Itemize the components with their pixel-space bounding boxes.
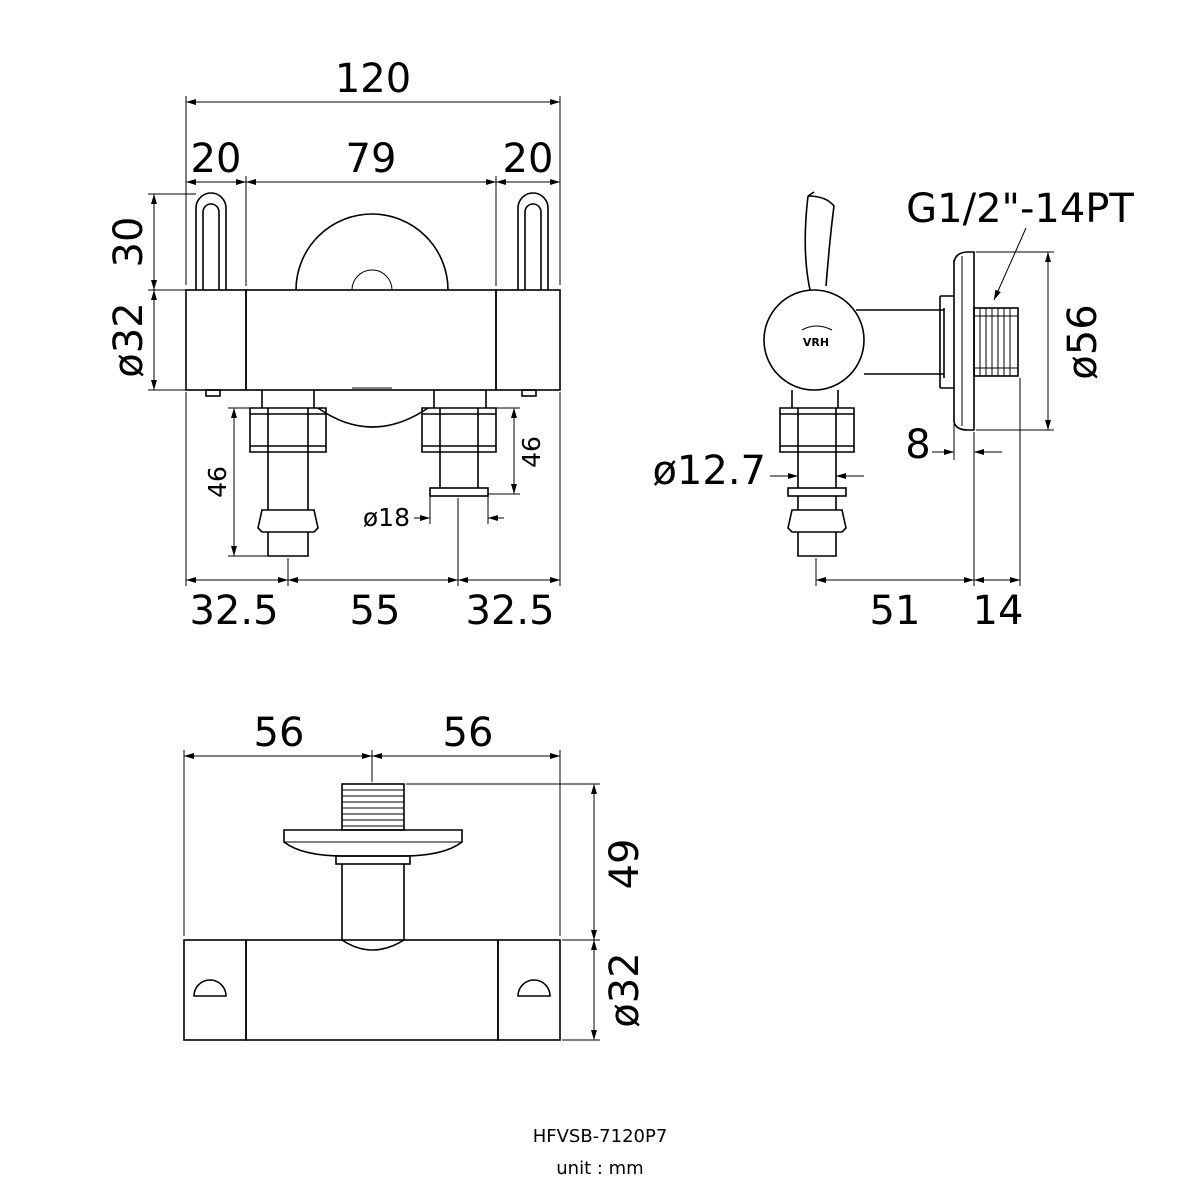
dim-right-outlet-length: 46 (517, 436, 546, 468)
top-stem-collar (335, 855, 411, 865)
dim-right-offset: 32.5 (465, 588, 554, 634)
side-stem (797, 452, 837, 488)
top-body-left (183, 939, 247, 1041)
dim-outlet-diameter: ø18 (363, 503, 410, 532)
flange-back (939, 260, 955, 422)
dim-right-half: 56 (443, 710, 494, 756)
left-lever (195, 192, 227, 290)
unit-label: unit : mm (556, 1158, 643, 1179)
dim-lever-height: 30 (106, 217, 152, 268)
dim-flange-thickness: 8 (905, 422, 930, 468)
dim-left-half: 56 (254, 710, 305, 756)
left-barb (257, 509, 319, 557)
top-thread (341, 783, 405, 831)
left-lever-inner (202, 203, 220, 290)
right-nut-neck (433, 390, 487, 408)
dim-overall-width: 120 (335, 56, 411, 102)
body-right-cap (495, 289, 561, 391)
dim-left-outlet-length: 46 (203, 466, 232, 498)
top-dimensions: 56 56 49 ø32 (183, 710, 648, 1041)
side-nut-neck (791, 390, 839, 408)
left-nut-neck (261, 390, 315, 408)
dim-thread-length: 14 (973, 588, 1024, 634)
dim-left-flange: 20 (191, 136, 242, 182)
right-screw (521, 389, 537, 397)
left-stem (267, 452, 309, 510)
thread-body (973, 307, 1019, 377)
right-cap (429, 487, 489, 497)
side-lever (804, 191, 835, 291)
side-barb (787, 496, 847, 557)
dim-body-diameter: ø32 (106, 302, 152, 377)
escutcheon-top-arc (295, 213, 449, 291)
dim-right-flange: 20 (503, 136, 554, 182)
top-view: 56 56 49 ø32 (183, 710, 648, 1041)
right-mount-hole-icon (517, 979, 551, 997)
dim-hose-diameter: ø12.7 (652, 448, 766, 494)
right-lever-inner (524, 203, 542, 290)
model-number: HFVSB-7120P7 (533, 1126, 668, 1147)
side-collar (787, 487, 847, 497)
body-left-cap (185, 289, 247, 391)
dim-depth: 51 (870, 588, 921, 634)
connector-pipe (856, 309, 944, 375)
brand-logo: VRH (803, 336, 829, 349)
dim-outlet-spacing: 55 (350, 588, 401, 634)
thread-lines (974, 308, 1018, 376)
dim-stem-height: 49 (602, 839, 648, 890)
dim-center-span: 79 (346, 136, 397, 182)
side-dimensions: G1/2"-14PT ø56 8 ø12.7 51 14 (652, 186, 1134, 634)
top-flange (283, 829, 463, 857)
dim-thread-spec: G1/2"-14PT (906, 186, 1134, 232)
logo-swoosh-icon (801, 325, 833, 331)
flange-face (953, 251, 975, 431)
left-mount-hole-icon (193, 979, 227, 997)
top-body-center (245, 939, 499, 1041)
right-nut (421, 407, 497, 453)
dim-flange-diameter: ø56 (1060, 304, 1106, 379)
front-dimensions: 120 20 79 20 30 ø32 46 46 (106, 56, 561, 634)
top-stem (341, 864, 405, 951)
top-body-right (497, 939, 561, 1041)
dim-top-body-diameter: ø32 (602, 952, 648, 1027)
dim-left-offset: 32.5 (189, 588, 278, 634)
front-view: 120 20 79 20 30 ø32 46 46 (106, 56, 561, 634)
left-screw (205, 389, 221, 397)
escutcheon-bottom-arc (317, 407, 429, 428)
top-thread-lines (342, 789, 404, 827)
side-nut (779, 407, 855, 453)
right-lever (517, 192, 549, 290)
side-view: VRH G1/2"-14PT (652, 186, 1134, 634)
valve-ball (763, 289, 865, 391)
right-stem (439, 452, 479, 488)
escutcheon-inner-arc (351, 269, 393, 291)
left-nut (249, 407, 327, 453)
body-center (245, 289, 497, 391)
